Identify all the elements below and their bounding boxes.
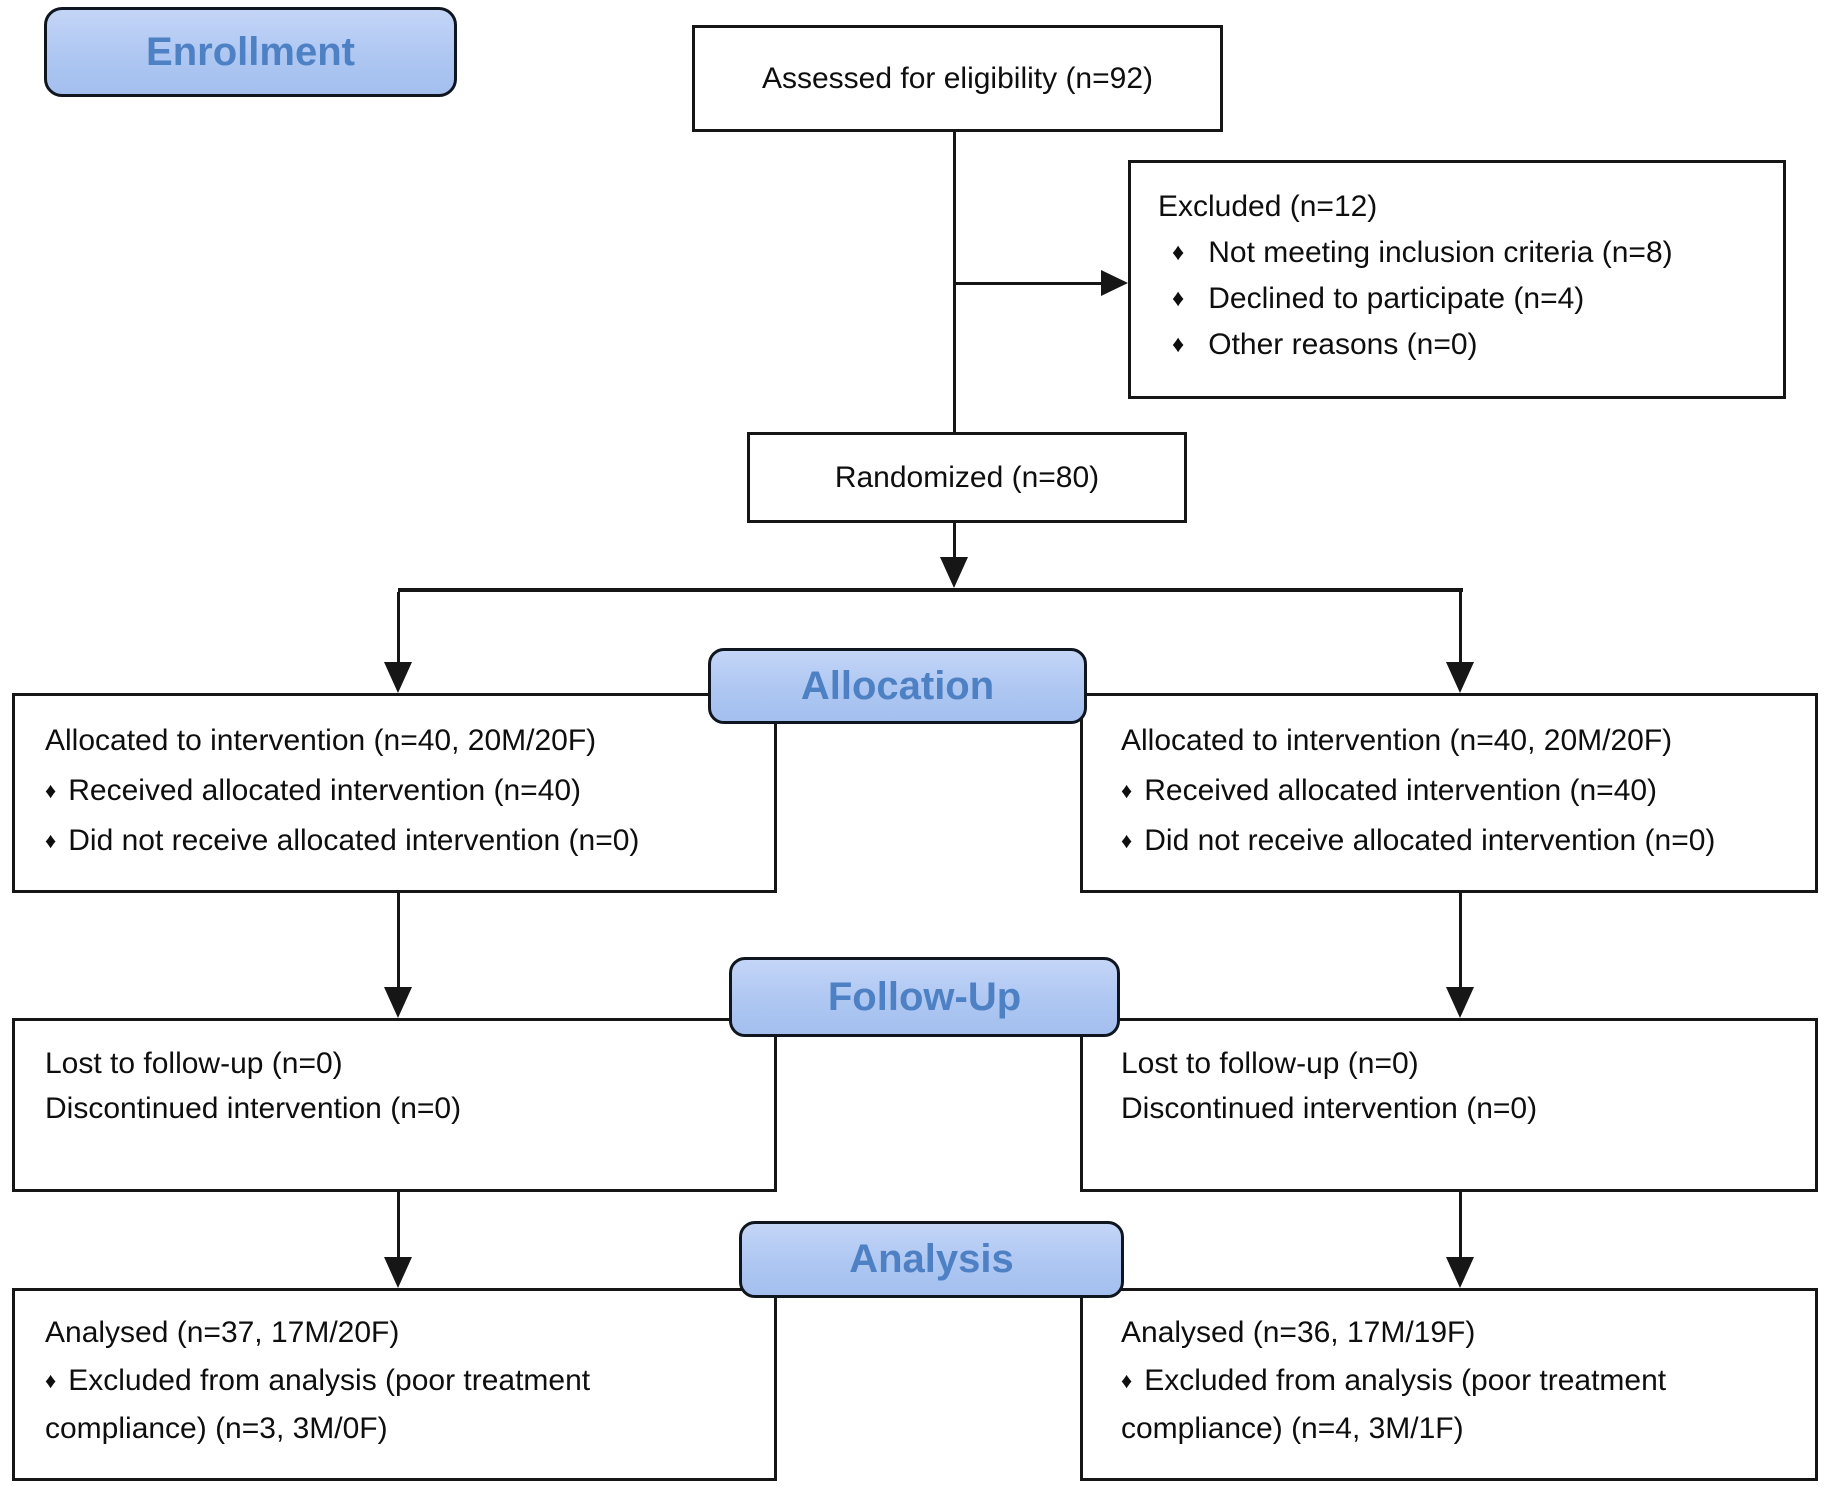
allocation-right-box: Allocated to intervention (n=40, 20M/20F…: [1080, 693, 1818, 893]
randomized-text: Randomized (n=80): [834, 460, 1100, 494]
allocation-right-heading: Allocated to intervention (n=40, 20M/20F…: [1121, 724, 1673, 757]
connector-branch-to-right-allocation: [1459, 592, 1462, 664]
allocation-left-box: Allocated to intervention (n=40, 20M/20F…: [12, 693, 777, 893]
assessed-eligibility-box: Assessed for eligibility (n=92): [692, 25, 1223, 132]
stage-label-analysis: Analysis: [739, 1221, 1124, 1298]
arrowhead-left-followup: [384, 987, 412, 1018]
stage-label-followup-text: Follow-Up: [827, 974, 1022, 1019]
list-item-text: Did not receive allocated intervention (…: [68, 824, 640, 857]
stage-label-analysis-text: Analysis: [849, 1237, 1014, 1281]
stage-label-enrollment-text: Enrollment: [146, 29, 355, 74]
connector-left-followup-to-analysis: [397, 1192, 400, 1259]
arrowhead-left-allocation: [384, 662, 412, 693]
list-item: ♦ Other reasons (n=0): [1158, 322, 1773, 368]
diamond-bullet-icon: ♦: [45, 1368, 57, 1393]
list-item-continuation: compliance) (n=4, 3M/1F): [1121, 1412, 1464, 1445]
stage-label-followup: Follow-Up: [729, 957, 1120, 1037]
followup-left-line: Lost to follow-up (n=0): [45, 1046, 343, 1080]
arrowhead-left-analysis: [384, 1257, 412, 1288]
connector-right-allocation-to-followup: [1459, 893, 1462, 988]
connector-to-excluded: [954, 282, 1104, 285]
diamond-bullet-icon: ♦: [1172, 285, 1185, 312]
connector-randomized-to-branch: [953, 521, 956, 559]
stage-label-allocation: Allocation: [708, 648, 1087, 724]
arrowhead-right-allocation: [1446, 662, 1474, 693]
analysis-left-heading: Analysed (n=37, 17M/20F): [45, 1316, 400, 1349]
connector-left-allocation-to-followup: [397, 893, 400, 988]
analysis-left-box: Analysed (n=37, 17M/20F) ♦ Excluded from…: [12, 1288, 777, 1481]
stage-label-enrollment: Enrollment: [44, 7, 457, 97]
list-item-text: Not meeting inclusion criteria (n=8): [1208, 236, 1673, 269]
diamond-bullet-icon: ♦: [45, 778, 57, 803]
analysis-right-heading: Analysed (n=36, 17M/19F): [1121, 1316, 1476, 1349]
followup-left-box: Lost to follow-up (n=0) Discontinued int…: [12, 1018, 777, 1192]
diamond-bullet-icon: ♦: [1121, 778, 1133, 803]
list-item: ♦ Declined to participate (n=4): [1158, 276, 1773, 322]
randomized-box: Randomized (n=80): [747, 432, 1187, 523]
diamond-bullet-icon: ♦: [1172, 239, 1185, 266]
allocation-left-heading: Allocated to intervention (n=40, 20M/20F…: [45, 724, 597, 757]
connector-assessed-to-randomized: [953, 130, 956, 432]
arrowhead-to-excluded: [1101, 270, 1128, 296]
list-item: ♦ Received allocated intervention (n=40): [1121, 766, 1807, 816]
diamond-bullet-icon: ♦: [1121, 828, 1133, 853]
followup-right-line: Lost to follow-up (n=0): [1121, 1046, 1419, 1080]
list-item: ♦ Received allocated intervention (n=40): [45, 766, 766, 816]
connector-branch-to-left-allocation: [397, 592, 400, 664]
followup-left-line: Discontinued intervention (n=0): [45, 1091, 462, 1125]
diamond-bullet-icon: ♦: [1172, 331, 1185, 358]
list-item: ♦ Did not receive allocated intervention…: [45, 816, 766, 866]
list-item-text: Declined to participate (n=4): [1208, 282, 1585, 315]
excluded-heading: Excluded (n=12): [1158, 190, 1378, 223]
excluded-box: Excluded (n=12) ♦ Not meeting inclusion …: [1128, 160, 1786, 399]
list-item-text: Received allocated intervention (n=40): [1144, 774, 1658, 807]
arrowhead-branch-junction: [940, 557, 968, 588]
list-item-text: Excluded from analysis (poor treatment: [68, 1364, 591, 1397]
branch-line: [398, 588, 1463, 592]
followup-right-box: Lost to follow-up (n=0) Discontinued int…: [1080, 1018, 1818, 1192]
list-item-continuation: compliance) (n=3, 3M/0F): [45, 1412, 388, 1445]
list-item-text: Did not receive allocated intervention (…: [1144, 824, 1716, 857]
list-item: ♦ Did not receive allocated intervention…: [1121, 816, 1807, 866]
analysis-right-box: Analysed (n=36, 17M/19F) ♦ Excluded from…: [1080, 1288, 1818, 1481]
arrowhead-right-analysis: [1446, 1257, 1474, 1288]
stage-label-allocation-text: Allocation: [800, 663, 995, 708]
list-item-text: Excluded from analysis (poor treatment: [1144, 1364, 1667, 1397]
list-item-text: Other reasons (n=0): [1208, 328, 1478, 361]
diamond-bullet-icon: ♦: [1121, 1368, 1133, 1393]
list-item: ♦ Excluded from analysis (poor treatment: [1121, 1357, 1807, 1405]
arrowhead-right-followup: [1446, 987, 1474, 1018]
list-item-text: Received allocated intervention (n=40): [68, 774, 582, 807]
connector-right-followup-to-analysis: [1459, 1192, 1462, 1259]
list-item: ♦ Not meeting inclusion criteria (n=8): [1158, 230, 1773, 276]
diamond-bullet-icon: ♦: [45, 828, 57, 853]
followup-right-line: Discontinued intervention (n=0): [1121, 1091, 1538, 1125]
list-item: ♦ Excluded from analysis (poor treatment: [45, 1357, 766, 1405]
assessed-eligibility-text: Assessed for eligibility (n=92): [761, 61, 1153, 95]
